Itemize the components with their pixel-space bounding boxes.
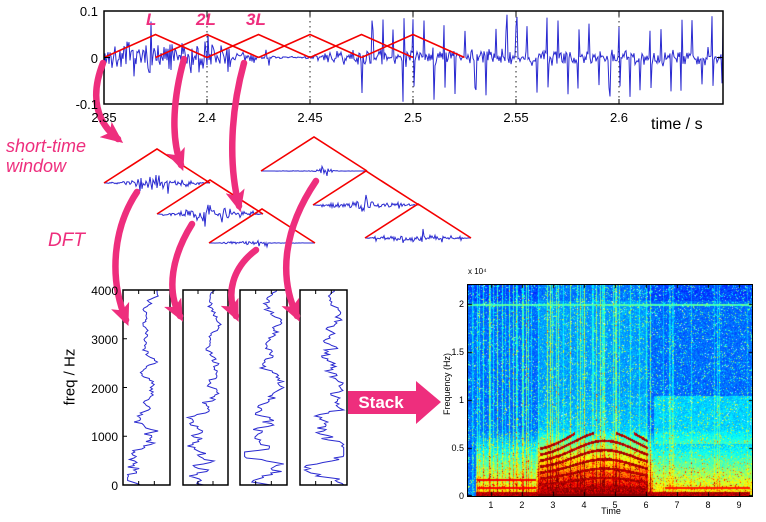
window-segments [103, 136, 472, 249]
window-length-label: L [146, 10, 157, 29]
flow-arrow [93, 59, 124, 143]
freq-tick-label: 2000 [91, 381, 118, 396]
spectrogram-scale-label: x 10⁴ [468, 267, 487, 276]
dft-spectrum-panel [182, 289, 229, 486]
dft-spectrum-panel [122, 289, 171, 486]
sg-y-tick-label: 0 [458, 491, 464, 501]
x-tick-label: 2.5 [403, 110, 423, 125]
window-segment [260, 136, 368, 177]
window-segment [312, 170, 420, 213]
sg-x-tick-label: 2 [519, 500, 525, 510]
window-length-label: 2L [196, 10, 216, 29]
sg-x-tick-label: 3 [550, 500, 556, 510]
spectrogram-image [467, 284, 753, 497]
sg-y-tick-label: 1 [458, 395, 464, 406]
short-time-window-label-line2: window [6, 156, 67, 177]
x-tick-label: 2.4 [197, 110, 217, 125]
flow-arrow [166, 55, 188, 172]
x-tick-label: 2.35 [91, 110, 117, 125]
flow-arrow [225, 59, 248, 213]
flow-arrows [93, 55, 320, 327]
x-tick-label: 2.6 [609, 110, 629, 125]
sg-y-tick-label: 2 [458, 299, 464, 310]
x-tick-label: 2.45 [297, 110, 323, 125]
dft-spectrum-panel [239, 289, 288, 486]
sg-x-tick-label: 6 [643, 500, 649, 510]
flow-arrow [220, 246, 260, 322]
spectrogram-xlabel: Time [601, 506, 621, 516]
flow-arrow [111, 188, 141, 327]
dft-spectra [122, 289, 348, 486]
flow-arrow [281, 177, 320, 322]
sg-x-tick-label: 8 [705, 500, 711, 510]
sg-x-tick-label: 9 [736, 500, 742, 510]
freq-tick-label: 1000 [91, 430, 118, 445]
freq-tick-label: 0 [111, 479, 118, 493]
stack-label: Stack [358, 393, 404, 412]
window-segment [364, 203, 472, 243]
window-length-label: 3L [246, 10, 266, 29]
sg-y-tick-label: 0.5 [451, 443, 464, 454]
stack-arrow [348, 381, 441, 424]
flow-arrow [164, 220, 196, 322]
freq-tick-label: 3000 [91, 332, 118, 347]
y-tick-label: 0.1 [79, 4, 98, 19]
sg-x-tick-label: 1 [488, 500, 494, 510]
window-segment [208, 208, 316, 249]
dft-label: DFT [48, 230, 85, 251]
spectrogram-ylabel: Frequency (Hz) [442, 352, 452, 416]
x-tick-label: 2.55 [503, 110, 529, 125]
freq-tick-label: 4000 [91, 284, 118, 298]
y-tick-label: 0 [90, 50, 98, 66]
y-tick-label: -0.1 [75, 97, 98, 112]
short-time-window-label-line1: short-time [6, 136, 87, 156]
sg-x-tick-label: 7 [674, 500, 680, 510]
window-segment [103, 148, 211, 194]
sg-y-tick-label: 1.5 [451, 347, 464, 358]
time-axis-label: time / s [651, 116, 703, 133]
short-time-window-label: short-time window [6, 136, 86, 176]
sg-x-tick-label: 5 [612, 500, 618, 510]
dft-spectrum-panel [299, 289, 348, 486]
time-signal-plot [103, 10, 724, 105]
freq-axis-label: freq / Hz [61, 348, 79, 406]
sg-x-tick-label: 4 [581, 500, 587, 510]
window-segment [156, 179, 264, 227]
